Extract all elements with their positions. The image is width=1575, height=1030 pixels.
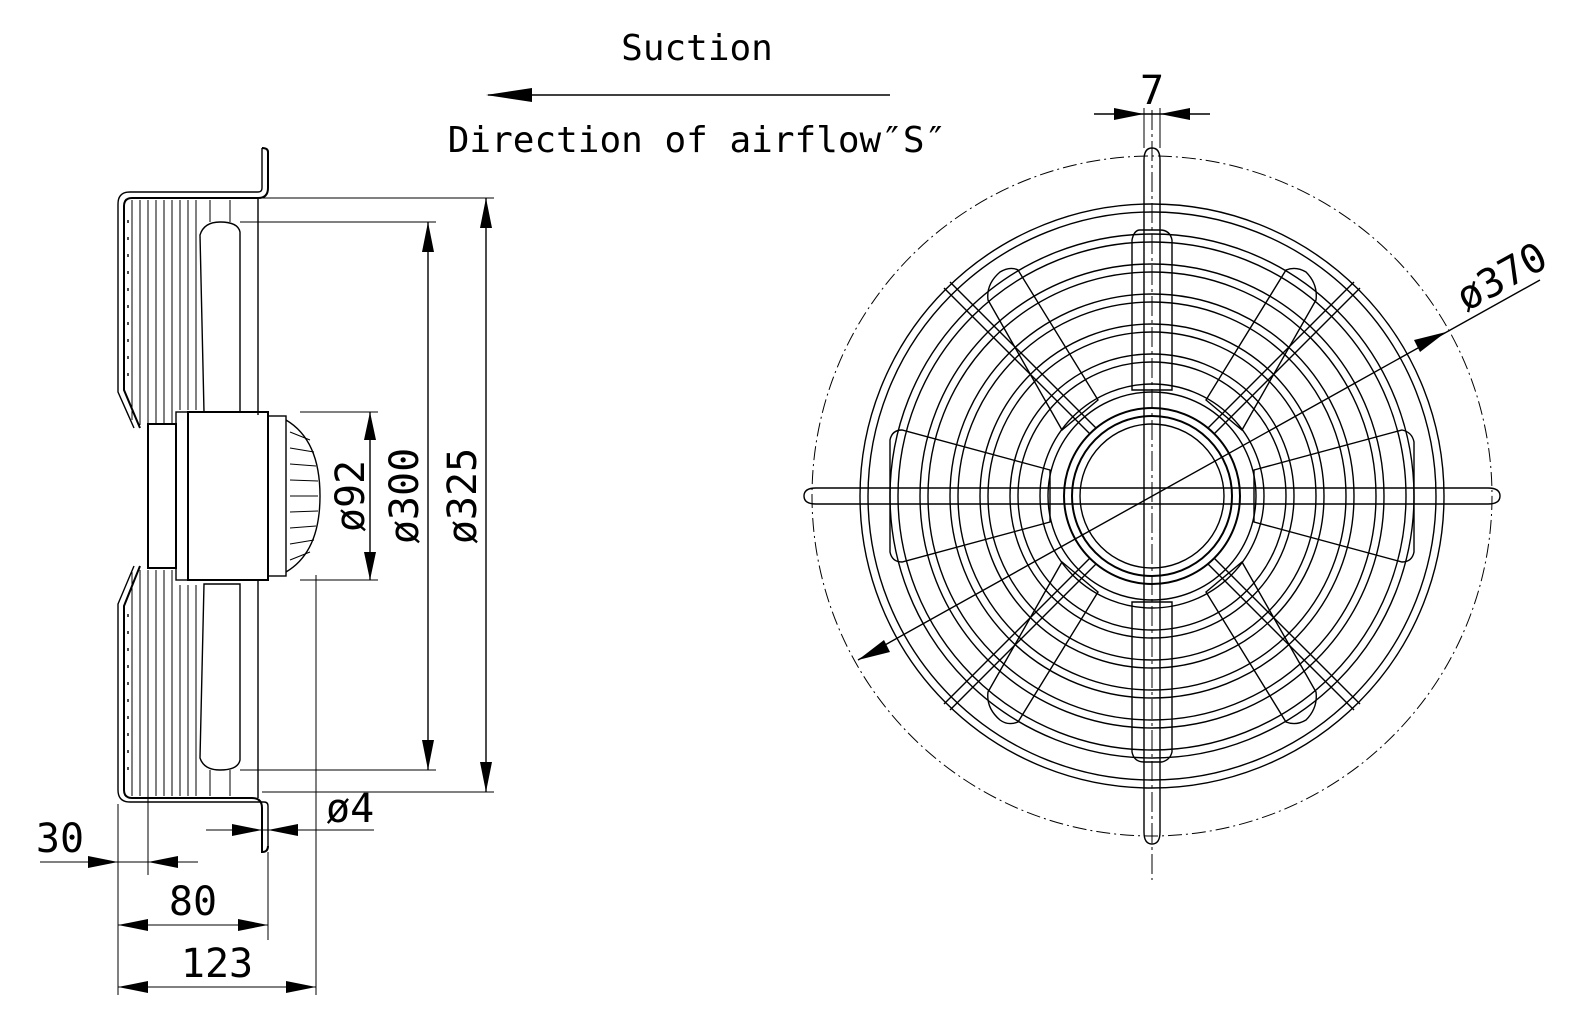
- airflow-direction-label: Direction of airflow″S″: [448, 120, 947, 161]
- guard-bar-vertical: [1143, 147, 1161, 845]
- dim-300-label: ø300: [382, 448, 428, 544]
- motor-ring: [267, 415, 287, 577]
- dim-123-label: 123: [181, 941, 253, 987]
- motor-body: [187, 411, 269, 581]
- dim-92-label: ø92: [328, 460, 374, 532]
- housing-flange-bottom: [117, 565, 269, 846]
- guard-ribs: [131, 200, 231, 796]
- guard-bar-horizontal: [803, 487, 1501, 505]
- dim-hole-label: ø4: [326, 786, 374, 832]
- blade-outlines: [889, 229, 1415, 763]
- motor-front-plate: [147, 423, 177, 569]
- dim-370-label: ø370: [1449, 234, 1556, 321]
- housing-flange-top: [117, 148, 263, 429]
- housing-outline-top: [123, 147, 269, 429]
- guard-spokes: [943, 281, 1361, 711]
- blade-top: [199, 221, 241, 413]
- dim-80-label: 80: [169, 879, 217, 925]
- dim-7-label: 7: [1140, 68, 1164, 114]
- motor-rim: [175, 411, 189, 581]
- housing-outline-bottom: [123, 565, 269, 854]
- front-view: 7 ø370: [803, 68, 1556, 880]
- rotor-fins: [289, 431, 319, 561]
- side-view: ø92 ø300 ø325 ø4 30 80: [36, 147, 494, 995]
- dim-30-label: 30: [36, 816, 84, 862]
- airflow-note: Suction Direction of airflow″S″: [448, 28, 947, 161]
- dim-325-label: ø325: [440, 448, 486, 544]
- suction-label: Suction: [621, 28, 773, 69]
- airflow-arrow-head: [486, 88, 532, 102]
- motor-rotor: [285, 419, 321, 573]
- blade-bottom: [199, 583, 241, 771]
